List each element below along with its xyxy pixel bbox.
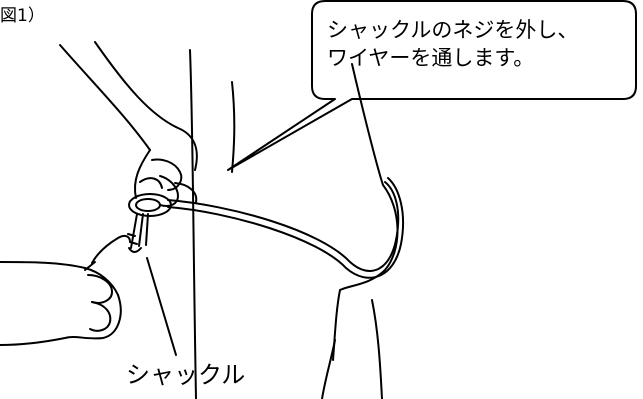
shackle-leader-line [146,257,177,356]
wire-icon [167,177,405,279]
callout-line-1: シャックルのネジを外し、 [327,18,579,42]
callout-balloon [227,0,637,171]
hand-bottom-icon [0,234,131,346]
knee-outline [321,184,399,399]
shackle-label: シャックル [126,361,246,389]
callout-text: シャックルのネジを外し、 ワイヤーを通します。 [327,16,627,72]
hand-top-icon [59,41,198,207]
callout-line-2: ワイヤーを通します。 [327,46,535,70]
leg-outline [189,49,384,399]
figure-label: 図1） [0,6,45,26]
shackle-icon [127,193,172,253]
